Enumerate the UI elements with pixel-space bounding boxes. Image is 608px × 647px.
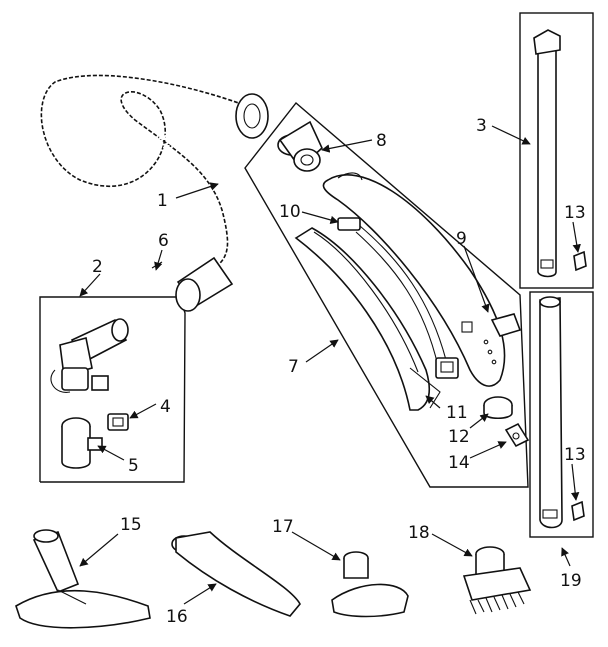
callout-9: 9 <box>456 229 467 249</box>
callout-10: 10 <box>279 202 301 222</box>
latch <box>107 413 129 431</box>
swivel-coupling <box>61 417 103 469</box>
hose-handle-connector <box>277 120 323 172</box>
callout-2: 2 <box>92 257 103 277</box>
lower-wand-box <box>529 291 594 538</box>
upper-wand <box>533 29 561 278</box>
callout-15: 15 <box>120 515 142 535</box>
callout-13-lower: 13 <box>564 445 586 465</box>
crevice-tool <box>171 531 301 617</box>
callout-16: 16 <box>166 607 188 627</box>
wand-assembly-box <box>244 101 529 488</box>
wand-latch-upper <box>573 250 587 272</box>
callout-19: 19 <box>560 571 582 591</box>
wiring-harness <box>337 217 459 379</box>
callout-13-upper: 13 <box>564 203 586 223</box>
hose <box>35 69 269 312</box>
upper-wand-box <box>519 12 594 289</box>
callout-18: 18 <box>408 523 430 543</box>
hose-cuff-top <box>235 93 269 139</box>
callout-12: 12 <box>448 427 470 447</box>
small-latch <box>504 422 530 448</box>
callout-5: 5 <box>128 456 139 476</box>
callout-1: 1 <box>157 191 168 211</box>
upholstery-tool <box>331 551 409 618</box>
hose-swivel <box>50 318 129 393</box>
callout-6: 6 <box>158 231 169 251</box>
floor-brush-tool <box>15 529 151 629</box>
lower-wand <box>539 296 563 529</box>
callout-11: 11 <box>446 403 468 423</box>
callout-14: 14 <box>448 453 470 473</box>
callout-17: 17 <box>272 517 294 537</box>
callout-3: 3 <box>476 116 487 136</box>
clamp-ring <box>483 396 513 420</box>
handle-upper-half <box>322 172 522 387</box>
callout-7: 7 <box>288 357 299 377</box>
callout-4: 4 <box>160 397 171 417</box>
wand-latch-lower <box>571 500 585 522</box>
dusting-brush <box>462 546 532 615</box>
callout-8: 8 <box>376 131 387 151</box>
